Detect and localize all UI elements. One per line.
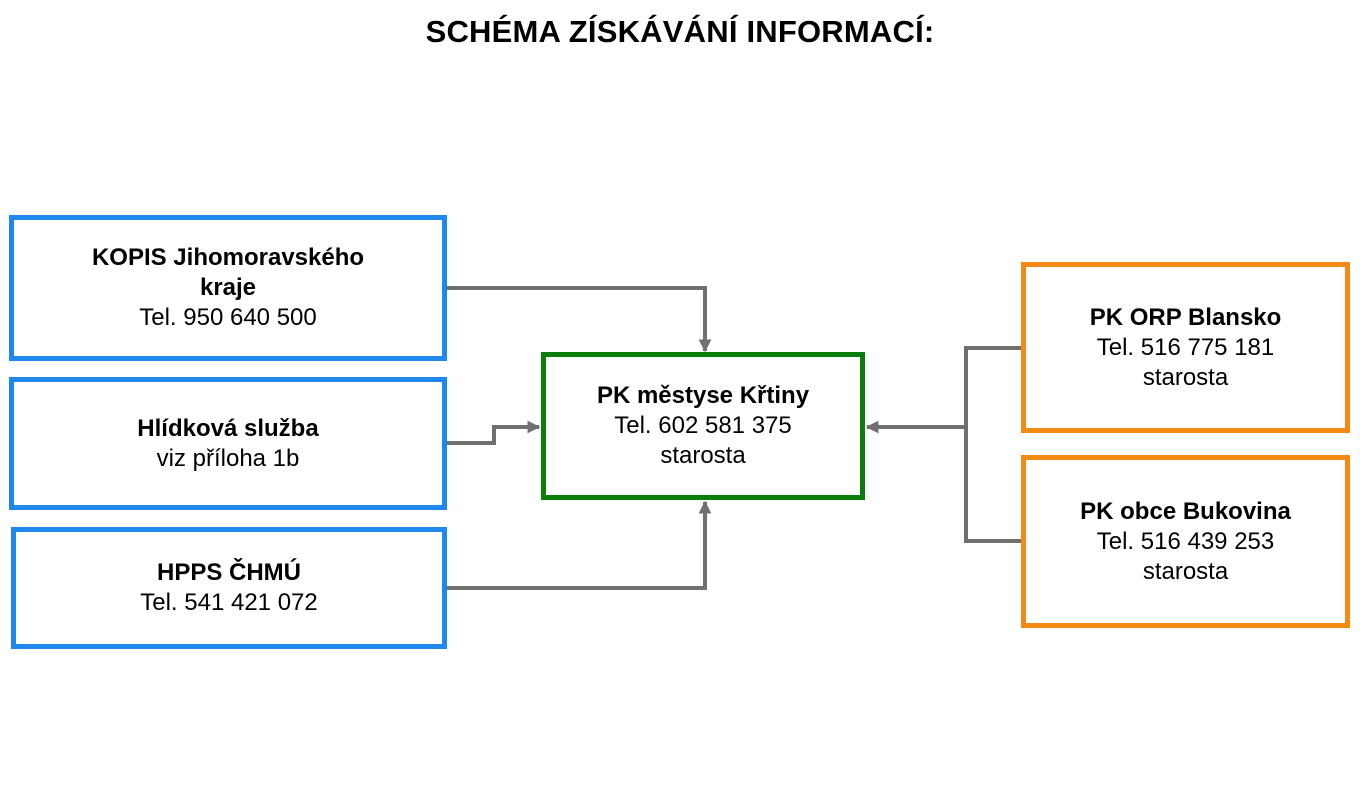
node-bukovina-phone: Tel. 516 439 253 xyxy=(1096,527,1275,555)
node-kopis-name: KOPIS Jihomoravského kraje xyxy=(91,244,365,301)
edge-hlidkova-krtiny xyxy=(447,420,541,445)
node-hlidkova-note: viz příloha 1b xyxy=(156,444,300,472)
node-kopis: KOPIS Jihomoravského kraje Tel. 950 640 … xyxy=(9,215,447,361)
node-bukovina-role: starosta xyxy=(1142,557,1229,585)
node-blansko-name: PK ORP Blansko xyxy=(1089,303,1282,331)
node-obec-bukovina: PK obce Bukovina Tel. 516 439 253 staros… xyxy=(1021,455,1350,628)
node-krtiny-phone: Tel. 602 581 375 xyxy=(614,412,792,439)
edge-kopis-krtiny xyxy=(447,286,712,353)
node-hpps-name: HPPS ČHMÚ xyxy=(156,559,301,586)
edge-blansko-bukovina-bus xyxy=(964,346,1021,543)
node-bukovina-name: PK obce Bukovina xyxy=(1080,497,1291,525)
diagram-title: SCHÉMA ZÍSKÁVÁNÍ INFORMACÍ: xyxy=(425,14,935,49)
node-blansko-phone: Tel. 516 775 181 xyxy=(1096,333,1275,361)
node-krtiny: PK městyse Křtiny Tel. 602 581 375 staro… xyxy=(541,352,865,500)
node-blansko-role: starosta xyxy=(1142,363,1229,391)
node-hlidkova-name: Hlídková služba xyxy=(137,414,319,442)
node-orp-blansko: PK ORP Blansko Tel. 516 775 181 starosta xyxy=(1021,262,1350,433)
node-hpps-phone: Tel. 541 421 072 xyxy=(140,589,318,616)
edge-hpps-krtiny xyxy=(447,500,712,590)
node-hpps-chmu: HPPS ČHMÚ Tel. 541 421 072 xyxy=(11,527,447,649)
node-krtiny-role: starosta xyxy=(660,442,746,469)
node-hlidkova-sluzba: Hlídková služba viz příloha 1b xyxy=(9,377,447,510)
node-kopis-phone: Tel. 950 640 500 xyxy=(139,304,317,331)
node-krtiny-name: PK městyse Křtiny xyxy=(596,382,810,409)
